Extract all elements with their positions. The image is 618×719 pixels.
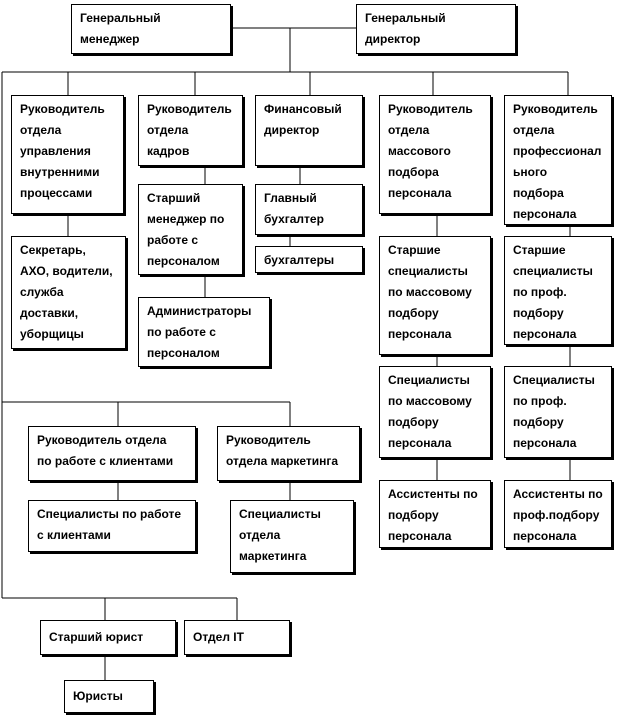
box-head-clients: Руководитель отдела по работе с клиентам… [28,426,196,481]
box-secretary-services: Секретарь, АХО, водители, служба доставк… [11,236,126,349]
box-head-marketing: Руководитель отдела маркетинга [217,426,360,481]
box-client-specialists: Специалисты по работе с клиентами [28,500,196,552]
box-general-manager: Генеральный менеджер [71,4,231,54]
box-senior-prof-specialists: Старшие специалисты по проф. подбору пер… [504,236,612,345]
box-prof-assistants: Ассистенты по проф.подбору персонала [504,480,612,548]
box-mass-assistants: Ассистенты по подбору персонала [379,480,491,548]
box-head-mass-selection: Руководитель отдела массового подбора пе… [379,95,491,214]
box-marketing-specialists: Специалисты отдела маркетинга [230,500,354,573]
box-hr-administrators: Администраторы по работе с персоналом [138,297,270,367]
box-financial-director: Финансовый директор [255,95,363,166]
box-general-director: Генеральный директор [356,4,516,54]
box-head-hr: Руководитель отдела кадров [138,95,243,166]
box-senior-mass-specialists: Старшие специалисты по массовому подбору… [379,236,491,355]
box-lawyers: Юристы [64,680,154,713]
box-accountants: бухгалтеры [255,246,363,273]
box-senior-lawyer: Старший юрист [40,620,176,655]
box-head-internal-processes: Руководитель отдела управления внутренни… [11,95,124,214]
box-mass-specialists: Специалисты по массовому подбору персона… [379,366,491,458]
box-senior-hr-manager: Старший менеджер по работе с персоналом [138,184,243,275]
box-prof-specialists: Специалисты по проф. подбору персонала [504,366,612,458]
box-it-department: Отдел IT [184,620,290,655]
box-head-prof-selection: Руководитель отдела профессионал ьного п… [504,95,612,225]
box-chief-accountant: Главный бухгалтер [255,184,363,235]
